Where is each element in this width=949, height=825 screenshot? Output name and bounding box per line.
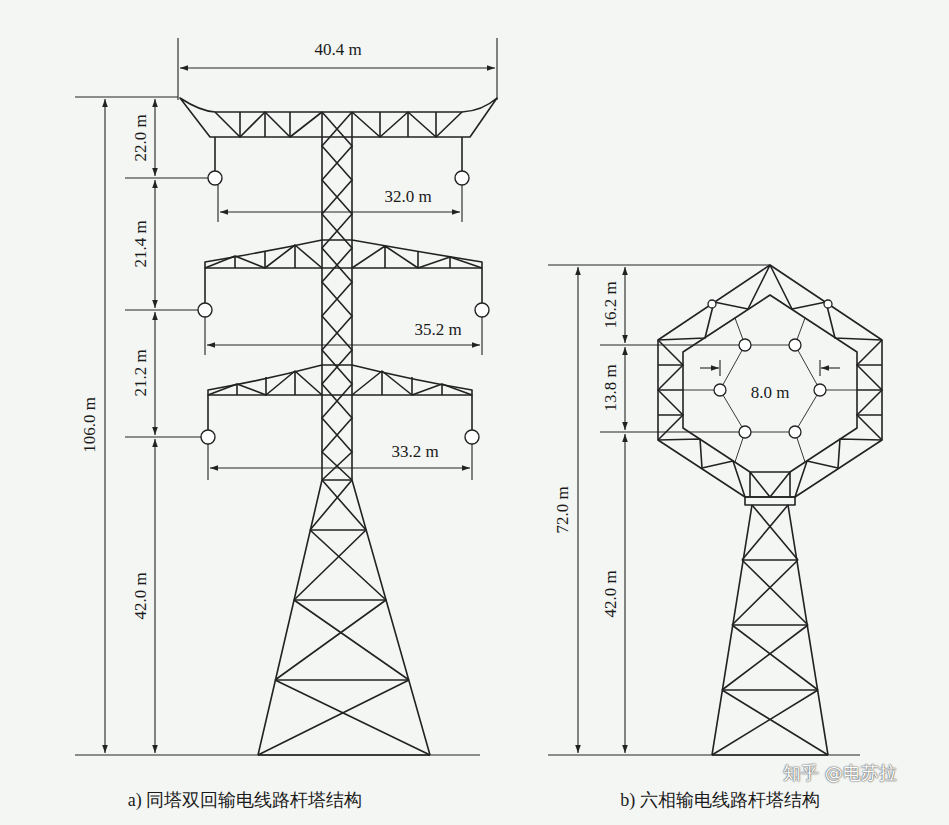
caption: a) 同塔双回输电线路杆塔结构 <box>126 791 364 809</box>
six-phase-tower <box>658 265 882 755</box>
dimension-lines <box>75 38 497 755</box>
dimension-label: 22.0 m <box>132 112 150 163</box>
caption: b) 六相输电线路杆塔结构 <box>618 791 822 809</box>
dimension-label: 8.0 m <box>749 384 792 402</box>
watermark: 知乎 @电苏拉 <box>781 764 899 782</box>
dimension-label: 33.2 m <box>389 443 440 461</box>
dimension-label: 35.2 m <box>412 321 463 339</box>
dimension-label: 32.0 m <box>382 188 433 206</box>
dimension-label: 13.8 m <box>602 362 620 413</box>
dimension-label: 21.2 m <box>132 347 150 398</box>
dimension-label: 42.0 m <box>132 570 150 621</box>
double-circuit-tower <box>180 98 497 755</box>
dimension-label: 72.0 m <box>554 484 572 535</box>
conductor-symbol <box>198 171 489 444</box>
dimension-label: 40.4 m <box>312 41 363 59</box>
dimension-lines <box>548 265 860 755</box>
dimension-label: 42.0 m <box>602 568 620 619</box>
dimension-label: 21.4 m <box>132 218 150 269</box>
conductor-symbol <box>708 300 832 438</box>
dimension-label: 16.2 m <box>602 279 620 330</box>
dimension-label: 106.0 m <box>81 395 99 455</box>
